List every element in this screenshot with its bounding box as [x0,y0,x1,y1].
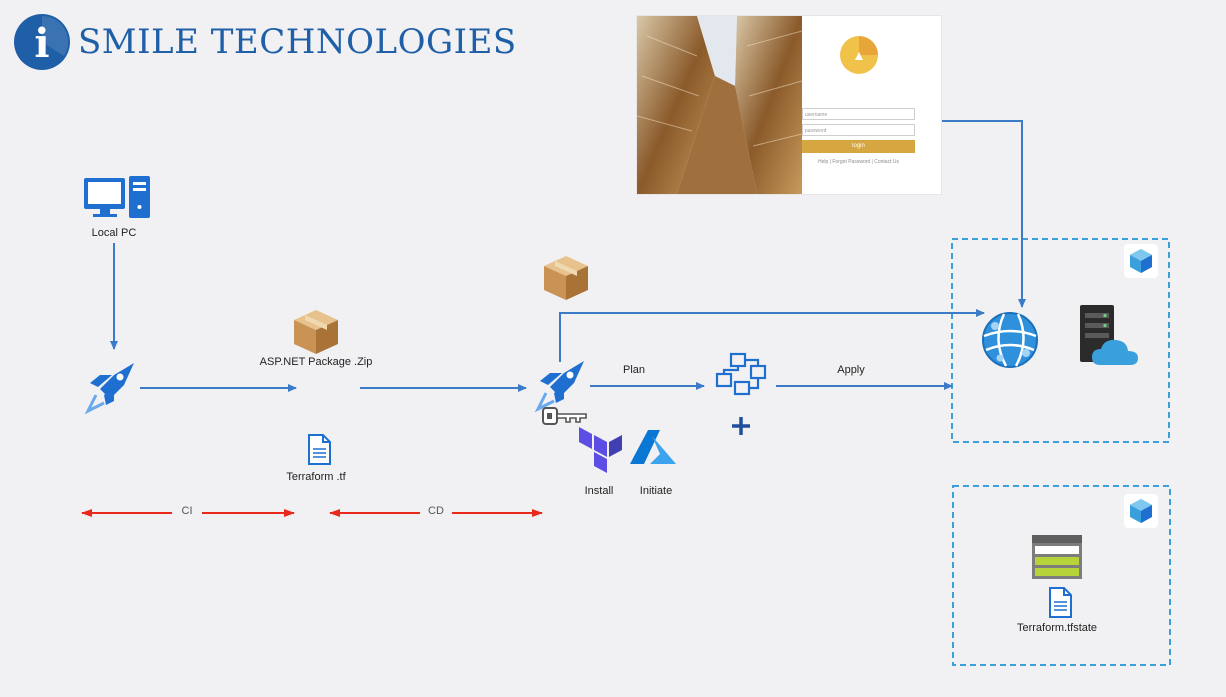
label-apply: Apply [837,364,865,376]
arrow-login-to-webapp [942,120,1026,308]
plan-flow-icon [715,352,767,396]
resource-group-state [952,485,1171,666]
desktop-computer-icon [84,176,150,218]
plus-icon [732,417,750,435]
label-package: ASP.NET Package .Zip [259,356,373,368]
document-tfstate-icon [1049,587,1072,618]
login-form: username password login Help | Forgot Pa… [802,16,941,194]
label-local-pc: Local PC [91,227,137,239]
package-box-release-icon [544,256,588,300]
brand-letter: i [34,20,49,67]
label-cd: CD [428,505,444,517]
brand-logo: i SMILE TECHNOLOGIES [12,12,517,72]
password-input[interactable]: password [802,124,915,136]
login-logo-icon [840,36,878,74]
label-ci: CI [181,505,193,517]
brand-circle-icon: i [14,14,70,70]
resource-group-cube-state-icon [1124,494,1158,528]
label-terraform-file: Terraform .tf [286,471,346,483]
azure-pipelines-icon [84,363,134,415]
login-page-preview: username password login Help | Forgot Pa… [637,16,941,194]
brand-name: SMILE TECHNOLOGIES [78,22,517,62]
label-install: Install [584,485,614,497]
arrow-release-to-webapp [559,309,985,362]
azure-logo-icon [630,430,676,464]
login-button[interactable]: login [802,140,915,153]
label-initiate: Initiate [639,485,673,497]
login-help-links[interactable]: Help | Forgot Password | Contact Us [818,159,899,165]
terraform-icon [579,427,622,473]
web-app-globe-icon [982,312,1038,368]
storage-account-icon [1032,535,1082,579]
azure-pipelines-release-icon [534,361,584,413]
cloud-server-icon [1080,305,1138,365]
resource-group-cube-icon [1124,244,1158,278]
label-tfstate: Terraform.tfstate [1016,622,1098,634]
label-plan: Plan [622,364,646,376]
username-input[interactable]: username [802,108,915,120]
package-box-icon [294,310,338,354]
skyscraper-photo [637,16,802,194]
key-icon [542,407,587,425]
document-icon [308,434,331,465]
